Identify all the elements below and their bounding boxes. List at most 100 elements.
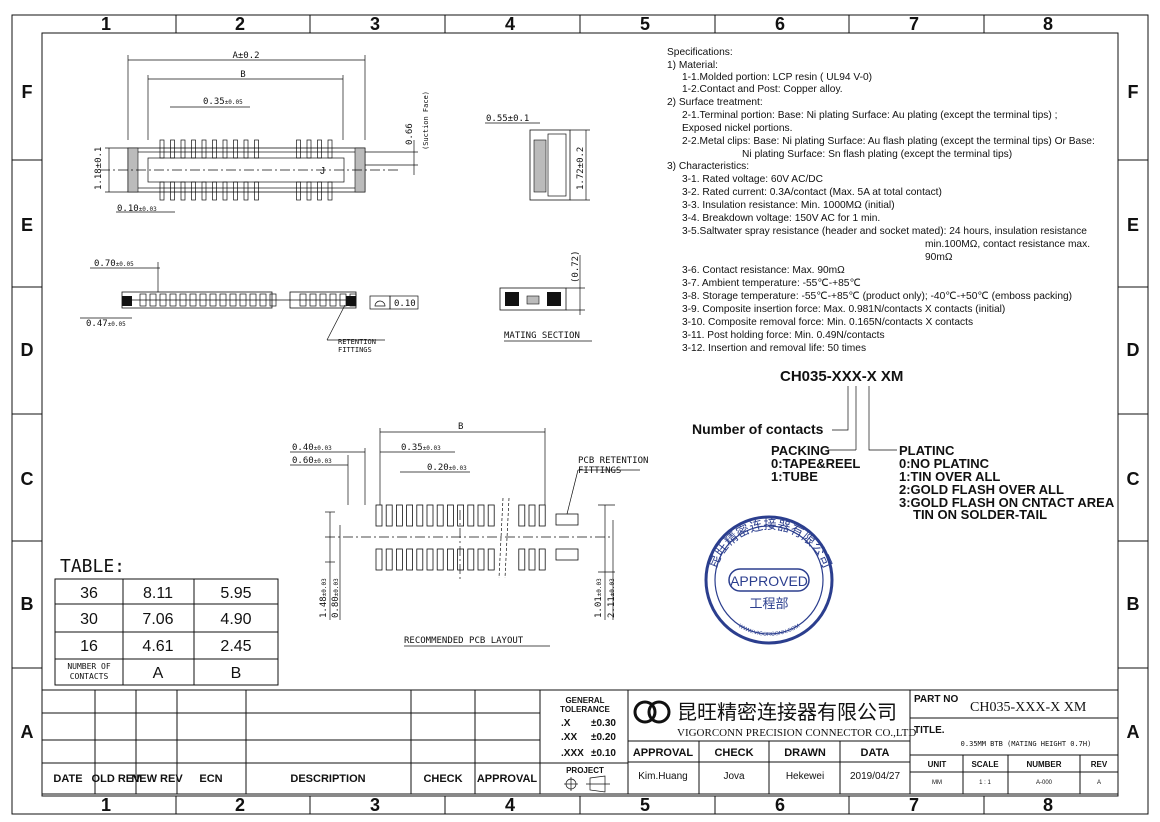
pin-side bbox=[299, 293, 307, 307]
packing-option: 0:TAPE&REEL bbox=[771, 456, 860, 471]
table-cell: 30 bbox=[80, 611, 98, 628]
dim-072: (0.72) bbox=[571, 250, 581, 283]
pcb-pad-top bbox=[528, 504, 536, 527]
break-line bbox=[498, 497, 504, 579]
pcb-layout-drawing: B 0.40±0.03 0.60±0.03 0.35±0.03 0.20±0.0… bbox=[290, 422, 648, 647]
pcb-pad-top bbox=[436, 504, 444, 527]
pcb-pad-bottom bbox=[395, 548, 403, 571]
pin-side bbox=[319, 293, 327, 307]
company-name-en: VIGORCONN PRECISION CONNECTOR CO.,LTD bbox=[677, 727, 916, 739]
pcb-pad-top bbox=[477, 504, 485, 527]
tolerance-label: TOLERANCE bbox=[560, 705, 610, 714]
row-label: B bbox=[21, 594, 34, 614]
mating-section-drawing: (0.72) MATING SECTION bbox=[499, 250, 592, 342]
table-cell: 16 bbox=[80, 638, 98, 655]
meta-value: MM bbox=[932, 780, 942, 786]
spec-line: 1-2.Contact and Post: Copper alloy. bbox=[682, 84, 843, 95]
plating-option: 3:GOLD FLASH ON CNTACT AREA bbox=[899, 495, 1115, 510]
pcb-pad-bottom bbox=[487, 548, 495, 571]
part-no-label: PART NO bbox=[914, 694, 958, 705]
sign-value: 2019/04/27 bbox=[850, 771, 900, 782]
rev-header: DESCRIPTION bbox=[290, 773, 365, 785]
pin-bottom bbox=[212, 181, 217, 201]
side-view-drawing: 0.70±0.05 0.47±0.05 0.10 RETENTION FITTI… bbox=[80, 259, 419, 354]
pin-top bbox=[306, 139, 312, 159]
pin-top bbox=[222, 139, 228, 159]
pin-bottom bbox=[327, 181, 333, 201]
table-cell: 4.61 bbox=[142, 638, 173, 655]
col-label: 7 bbox=[909, 14, 919, 34]
col-label: 2 bbox=[235, 14, 245, 34]
pin-top bbox=[327, 139, 333, 159]
dim-118: 1.18±0.1 bbox=[94, 147, 104, 190]
tol-val: ±0.10 bbox=[591, 748, 616, 759]
pin-bottom bbox=[159, 181, 165, 201]
pcb-pad-top bbox=[518, 504, 526, 527]
rev-header: NEW REV bbox=[131, 773, 183, 785]
pcb-pad-bottom bbox=[518, 548, 526, 571]
pcb-dim-020: 0.20±0.03 bbox=[427, 463, 467, 473]
j-mark: J bbox=[320, 166, 325, 177]
pcb-pad-top bbox=[426, 504, 434, 527]
row-label: A bbox=[21, 722, 34, 742]
title-value: 0.35MM BTB (MATING HEIGHT 0.7H) bbox=[961, 740, 1092, 748]
table-cell: 7.06 bbox=[142, 611, 173, 628]
pin-side bbox=[309, 293, 317, 307]
dim-066: 0.66 bbox=[405, 123, 415, 145]
pcb-dim-035: 0.35±0.03 bbox=[401, 443, 441, 453]
pin-side bbox=[159, 293, 167, 307]
break-line bbox=[504, 497, 510, 579]
col-label: 8 bbox=[1043, 14, 1053, 34]
column-ticks bbox=[175, 15, 985, 814]
pcb-fittings-label: FITTINGS bbox=[578, 466, 621, 476]
part-code-block: CH035-XXX-X XM Number of contacts PACKIN… bbox=[692, 368, 1115, 522]
pcb-dim-080: 0.80±0.03 bbox=[331, 578, 341, 618]
pcb-dim-040: 0.40±0.03 bbox=[292, 443, 332, 453]
pin-bottom bbox=[170, 181, 175, 201]
fittings-label: FITTINGS bbox=[338, 346, 372, 354]
row-label: F bbox=[1128, 82, 1139, 102]
table-footer-b: B bbox=[231, 665, 242, 682]
rev-header: OLD REV bbox=[92, 773, 142, 785]
rev-header: APPROVAL bbox=[477, 773, 538, 785]
pin-side bbox=[169, 293, 177, 307]
tol-key: .XXX bbox=[561, 748, 584, 759]
row-label: D bbox=[1127, 340, 1140, 360]
row-ticks bbox=[12, 159, 1148, 669]
project-label: PROJECT bbox=[566, 766, 604, 775]
pcb-dim-060: 0.60±0.03 bbox=[292, 456, 332, 466]
pin-top bbox=[296, 139, 301, 159]
pcb-pad-top bbox=[446, 504, 454, 527]
pin-side bbox=[209, 293, 217, 307]
contacts-table: TABLE: 36 8.11 5.95 30 7.06 4.90 16 4.61… bbox=[54, 556, 279, 686]
tol-key: .X bbox=[561, 718, 571, 729]
stamp-dept: 工程部 bbox=[749, 596, 788, 611]
pcb-dim-b: B bbox=[458, 422, 463, 432]
pin-top bbox=[180, 139, 186, 159]
row-label: C bbox=[21, 469, 34, 489]
end-view-drawing: 0.55±0.1 1.72±0.2 bbox=[485, 114, 590, 201]
tol-val: ±0.20 bbox=[591, 732, 616, 743]
spec-line: 3-2. Rated current: 0.3A/contact (Max. 5… bbox=[682, 187, 942, 198]
pin-bottom bbox=[306, 181, 312, 201]
sign-value: Kim.Huang bbox=[638, 771, 687, 782]
spec-line: 3) Characteristics: bbox=[667, 161, 749, 172]
pcb-pad-top bbox=[457, 504, 465, 527]
col-label: 8 bbox=[1043, 795, 1053, 815]
row-label: E bbox=[21, 215, 33, 235]
part-no-value: CH035-XXX-X XM bbox=[970, 700, 1087, 715]
dim-070: 0.70±0.05 bbox=[94, 259, 134, 269]
pin-top bbox=[212, 139, 217, 159]
pin-top bbox=[191, 139, 196, 159]
pin-top bbox=[170, 139, 175, 159]
title-label: TITLE. bbox=[914, 725, 945, 736]
col-label: 3 bbox=[370, 14, 380, 34]
flatness-value: 0.10 bbox=[394, 299, 416, 309]
pcb-pad-top bbox=[406, 504, 414, 527]
pcb-dim-148: 1.48±0.03 bbox=[319, 578, 329, 618]
row-label: D bbox=[21, 340, 34, 360]
table-cell: 4.90 bbox=[220, 611, 251, 628]
col-label: 1 bbox=[101, 795, 111, 815]
spec-line: 2-1.Terminal portion: Base: Ni plating S… bbox=[682, 110, 1057, 121]
spec-line: 3-1. Rated voltage: 60V AC/DC bbox=[682, 174, 823, 185]
